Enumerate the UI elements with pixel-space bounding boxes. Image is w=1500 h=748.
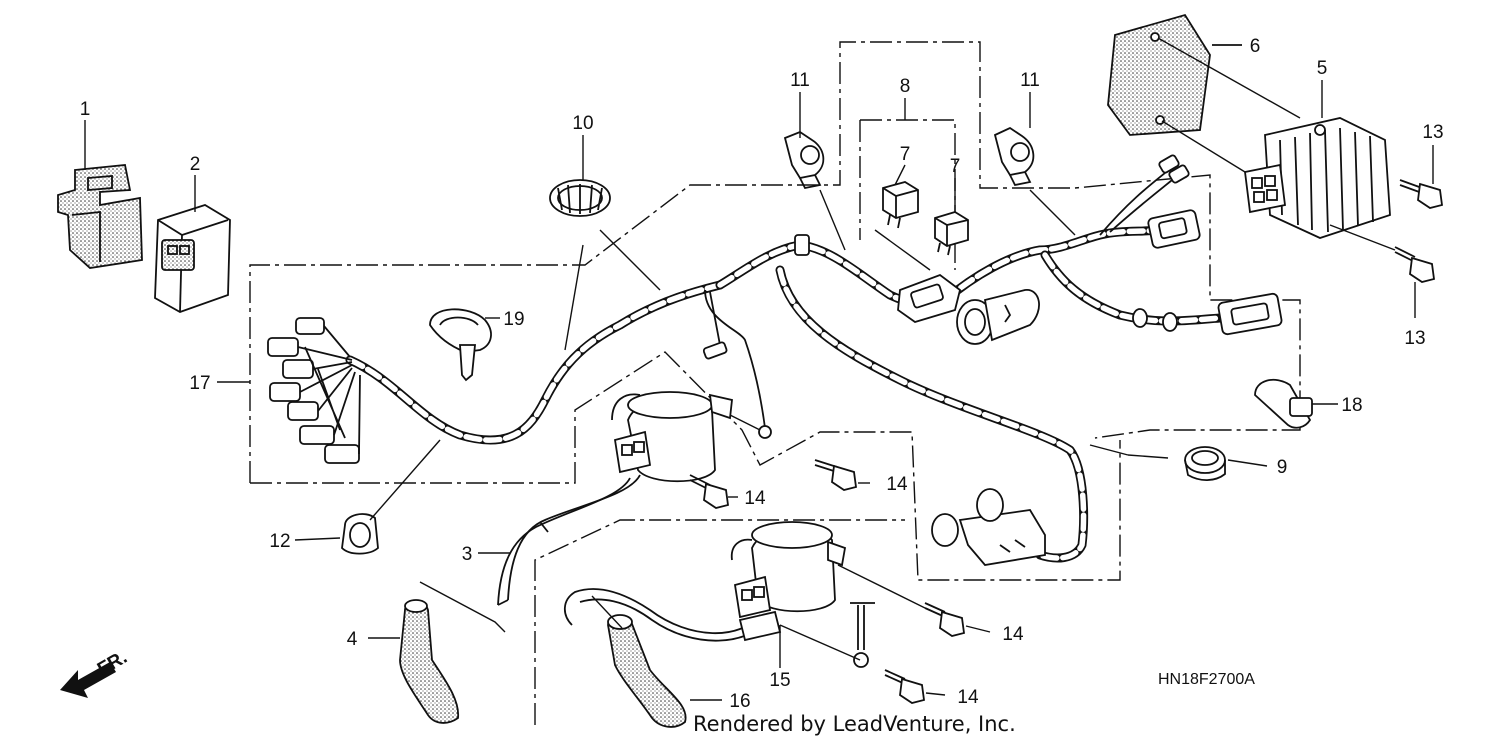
part-5-regulator (1244, 117, 1391, 239)
bolt-13-bottom (1394, 246, 1435, 283)
callout-16: 16 (729, 691, 750, 712)
part-1-holder (57, 164, 143, 269)
callout-11b: 11 (1020, 70, 1040, 91)
arrow-left-icon (60, 662, 116, 698)
callout-7b: 7 (950, 156, 961, 177)
callout-4: 4 (347, 629, 358, 650)
part-2-control-box (154, 204, 231, 313)
callout-9: 9 (1277, 457, 1288, 478)
callout-5: 5 (1317, 58, 1328, 79)
part-16-plug-cap (607, 614, 687, 728)
part-18-band (1254, 378, 1313, 429)
leader-lines (84, 37, 1434, 701)
diagram-code: HN18F2700A (1158, 671, 1255, 688)
callout-12: 12 (269, 531, 290, 552)
callout-6: 6 (1250, 36, 1261, 57)
part-6-plate (1107, 13, 1211, 136)
callout-14b: 14 (886, 474, 908, 495)
callout-8: 8 (900, 76, 911, 97)
part-11-holders (783, 126, 1035, 190)
part-10-band (549, 179, 611, 217)
part-9-clamp (1184, 446, 1226, 482)
part-4-plug-cap (399, 599, 459, 724)
part-7-relays (882, 181, 969, 256)
front-direction-marker: FR. (60, 647, 131, 698)
bolts (689, 179, 1443, 704)
callout-10: 10 (572, 113, 593, 134)
bolt-14-a (689, 474, 729, 509)
callout-13a: 13 (1422, 122, 1443, 143)
callout-7a: 7 (900, 144, 911, 165)
callout-2: 2 (190, 154, 201, 175)
part-17-connector-bundle (267, 280, 725, 464)
callout-18: 18 (1341, 395, 1362, 416)
bolt-14-b (814, 459, 857, 491)
callout-14a: 14 (744, 488, 766, 509)
callout-15: 15 (769, 670, 790, 691)
callout-14c: 14 (1002, 624, 1024, 645)
callout-19: 19 (503, 309, 524, 330)
ignition-coil-upper (497, 391, 733, 606)
callout-1: 1 (80, 99, 91, 120)
part-19-tie-clip (429, 308, 492, 382)
ground-terminal (850, 602, 875, 668)
callout-13b: 13 (1404, 328, 1425, 349)
part-12-clip (341, 513, 379, 555)
bolt-14-d (884, 669, 925, 704)
callout-17: 17 (189, 373, 210, 394)
bolt-13-top (1399, 179, 1443, 209)
bolt-14-c (924, 602, 965, 637)
main-harness (702, 154, 1283, 566)
ignition-coil-lower (563, 521, 847, 642)
credit-text: Rendered by LeadVenture, Inc. (693, 712, 1016, 736)
callout-14d: 14 (957, 687, 979, 708)
callout-11a: 11 (790, 70, 810, 91)
callout-labels: 1 2 3 4 5 6 7 7 8 9 10 11 11 12 13 13 14… (80, 36, 1444, 712)
callout-3: 3 (462, 544, 473, 565)
